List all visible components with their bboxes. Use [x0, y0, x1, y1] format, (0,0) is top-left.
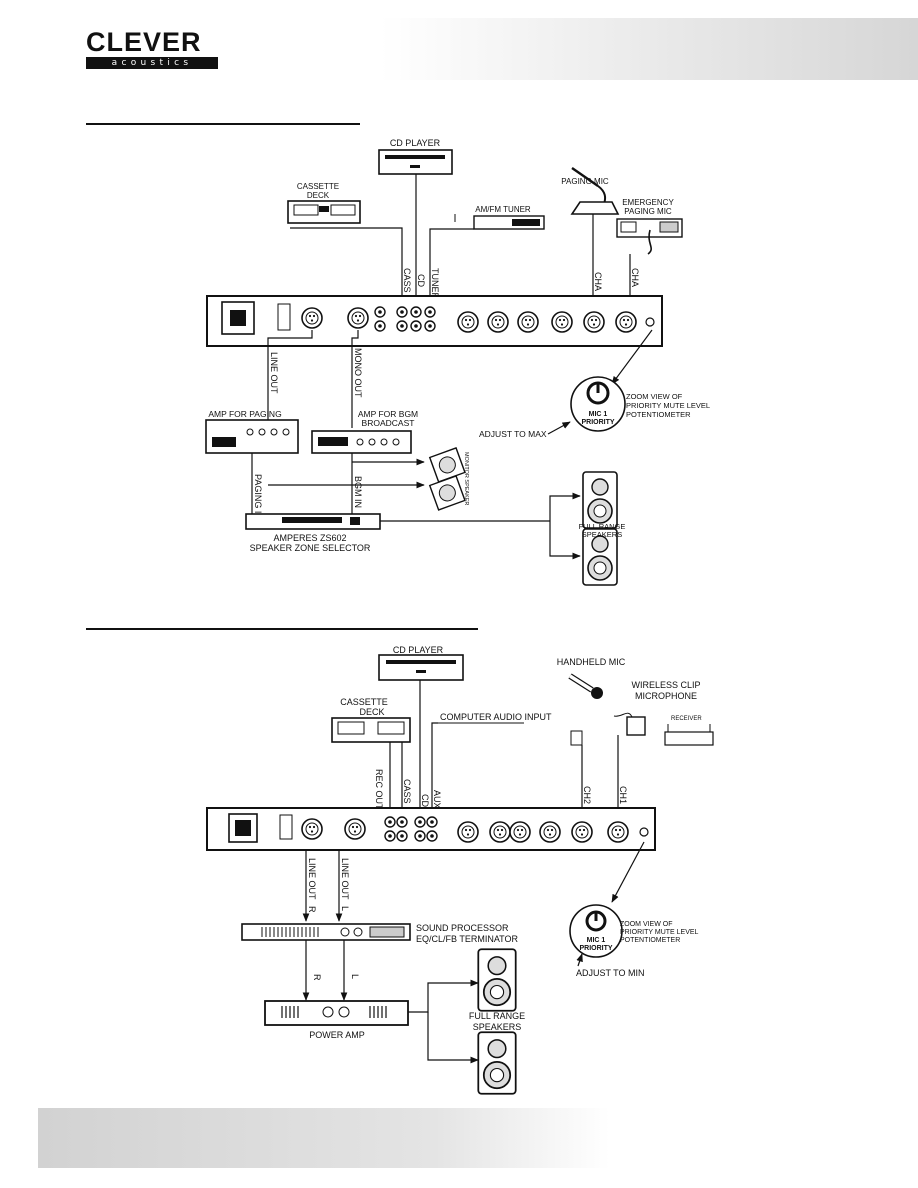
input-label-cha: CHA	[593, 272, 603, 291]
cassette-2-label-line1: CASSETTE	[340, 697, 388, 707]
amp-for-bgm: AMP FOR BGM BROADCAST	[311, 409, 418, 454]
amp-bgm-label-line2: BROADCAST	[362, 418, 415, 428]
clever-acoustics-logo: CLEVER acoustics	[86, 28, 218, 70]
amp-bgm-label-line1: AMP FOR BGM	[358, 409, 418, 419]
tuner-label: AM/FM TUNER	[475, 205, 531, 214]
input-cables-2	[389, 680, 619, 808]
paging-mic-label: PAGING MIC	[561, 177, 609, 186]
cassette-deck-1: CASSETTE DECK	[287, 182, 361, 224]
input-label-cha-2: CHA	[630, 268, 640, 287]
input-label-cass: CASS	[402, 268, 412, 293]
cd-player-2: CD PLAYER	[378, 645, 464, 681]
paging-mic: PAGING MIC	[561, 167, 620, 215]
header-gradient-bar	[380, 18, 918, 80]
cassette-2-label-line2: DECK	[359, 707, 384, 717]
cassette-deck-2: CASSETTE DECK	[331, 697, 411, 743]
monitor-speaker-label: MONITOR SPEAKER	[463, 452, 469, 505]
handheld-mic-label: HANDHELD MIC	[557, 657, 626, 667]
zoom-label-line2: PRIORITY MUTE LEVEL	[626, 401, 710, 410]
handheld-mic: HANDHELD MIC	[557, 657, 626, 699]
rec-out-label: REC OUT	[374, 769, 384, 810]
paging-in-label: PAGING IN	[253, 474, 263, 520]
r-label-2: R	[312, 974, 322, 981]
input-2-label-cd: CD	[420, 794, 430, 807]
mixer-rear-panel-2	[206, 807, 656, 851]
l-label-2: L	[350, 974, 360, 979]
cassette-label-line2: DECK	[307, 191, 330, 200]
line-out-l-label: LINE OUT	[340, 858, 350, 900]
cd-player-1: CD PLAYER	[378, 138, 453, 175]
input-2-label-ch1: CH1	[618, 786, 628, 804]
full-range-label-line1: FULL RANGE	[579, 522, 626, 531]
diagram-1: CD PLAYER CASSETTE DECK PAGING MIC EMERG…	[86, 123, 710, 586]
priority-knob-zoom-2: MIC 1 PRIORITY ZOOM VIEW OF PRIORITY MUT…	[569, 841, 699, 978]
wireless-label-line2: MICROPHONE	[635, 691, 697, 701]
zoom-2-label-line1: ZOOM VIEW OF	[620, 921, 673, 928]
footer-gradient-bar	[38, 1108, 918, 1168]
input-label-cd: CD	[416, 274, 426, 287]
bgm-in-label: BGM IN	[353, 476, 363, 508]
zone-selector-label-line2: SPEAKER ZONE SELECTOR	[250, 543, 371, 553]
zoom-label-line1: ZOOM VIEW OF	[626, 392, 683, 401]
power-amp: POWER AMP	[264, 1000, 409, 1040]
processor-to-amp-cables	[302, 940, 479, 1064]
receiver-label: RECEIVER	[671, 716, 702, 722]
full-range-speakers-2: FULL RANGE SPEAKERS	[469, 948, 525, 1095]
full-range-label-line2: SPEAKERS	[582, 530, 622, 539]
zoom-2-label-line3: POTENTIOMETER	[620, 937, 680, 944]
amp-for-paging: AMP FOR PAGING	[205, 409, 299, 454]
amp-cables-1	[251, 453, 581, 560]
knob-2-label-line2: PRIORITY	[579, 945, 612, 952]
adjust-to-min-label: ADJUST TO MIN	[576, 968, 645, 978]
line-out-label: LINE OUT	[269, 352, 279, 394]
cd-player-2-label: CD PLAYER	[393, 645, 444, 655]
cassette-label-line1: CASSETTE	[297, 182, 339, 191]
computer-audio-label: COMPUTER AUDIO INPUT	[440, 712, 552, 722]
adjust-to-max-label: ADJUST TO MAX	[479, 429, 547, 439]
line-out-r-label: LINE OUT	[307, 858, 317, 900]
logo-subtitle: acoustics	[86, 57, 218, 69]
emergency-label-line1: EMERGENCY	[622, 198, 674, 207]
mono-out-label: MONO OUT	[353, 348, 363, 398]
am-fm-tuner: AM/FM TUNER	[454, 205, 545, 230]
input-2-label-aux: AUX	[432, 790, 442, 809]
amp-paging-label: AMP FOR PAGING	[208, 409, 281, 419]
knob-label-line1: MIC 1	[589, 411, 608, 418]
diagram-2: CD PLAYER HANDHELD MIC WIRELESS CLIP MIC…	[86, 628, 714, 1095]
knob-label-line2: PRIORITY	[581, 419, 614, 426]
sound-processor: SOUND PROCESSOR EQ/CL/FB TERMINATOR	[241, 923, 519, 944]
output-cables-1	[267, 330, 359, 428]
zoom-label-line3: POTENTIOMETER	[626, 410, 691, 419]
input-label-tuner: TUNER	[430, 268, 440, 299]
zoom-2-label-line2: PRIORITY MUTE LEVEL	[620, 929, 699, 936]
wireless-label-line1: WIRELESS CLIP	[631, 680, 700, 690]
sound-processor-label-line1: SOUND PROCESSOR	[416, 923, 509, 933]
wireless-receiver-small-icon	[570, 730, 583, 746]
l-label-1: L	[340, 906, 350, 911]
monitor-speakers: MONITOR SPEAKER	[428, 447, 469, 511]
zone-selector: AMPERES ZS602 SPEAKER ZONE SELECTOR	[245, 513, 381, 553]
input-2-label-ch2: CH2	[582, 786, 592, 804]
zone-selector-label-line1: AMPERES ZS602	[273, 533, 346, 543]
full-range-2-label-line1: FULL RANGE	[469, 1011, 525, 1021]
input-2-label-cass: CASS	[402, 779, 412, 804]
knob-2-label-line1: MIC 1	[587, 937, 606, 944]
input-cables-1	[290, 174, 631, 298]
emergency-label-line2: PAGING MIC	[624, 207, 672, 216]
r-label-1: R	[307, 906, 317, 913]
full-range-speakers-1: FULL RANGE SPEAKERS	[579, 471, 626, 586]
power-amp-label: POWER AMP	[309, 1030, 365, 1040]
full-range-2-label-line2: SPEAKERS	[473, 1022, 522, 1032]
cd-player-label: CD PLAYER	[390, 138, 441, 148]
sound-processor-label-line2: EQ/CL/FB TERMINATOR	[416, 934, 519, 944]
emergency-paging-mic: EMERGENCY PAGING MIC	[616, 198, 683, 255]
wireless-clip-microphone: WIRELESS CLIP MICROPHONE RECEIVER	[613, 680, 714, 746]
logo-wordmark: CLEVER	[86, 27, 202, 57]
output-cables-2	[302, 850, 343, 922]
priority-knob-zoom-1: MIC 1 PRIORITY ZOOM VIEW OF PRIORITY MUT…	[479, 329, 710, 439]
